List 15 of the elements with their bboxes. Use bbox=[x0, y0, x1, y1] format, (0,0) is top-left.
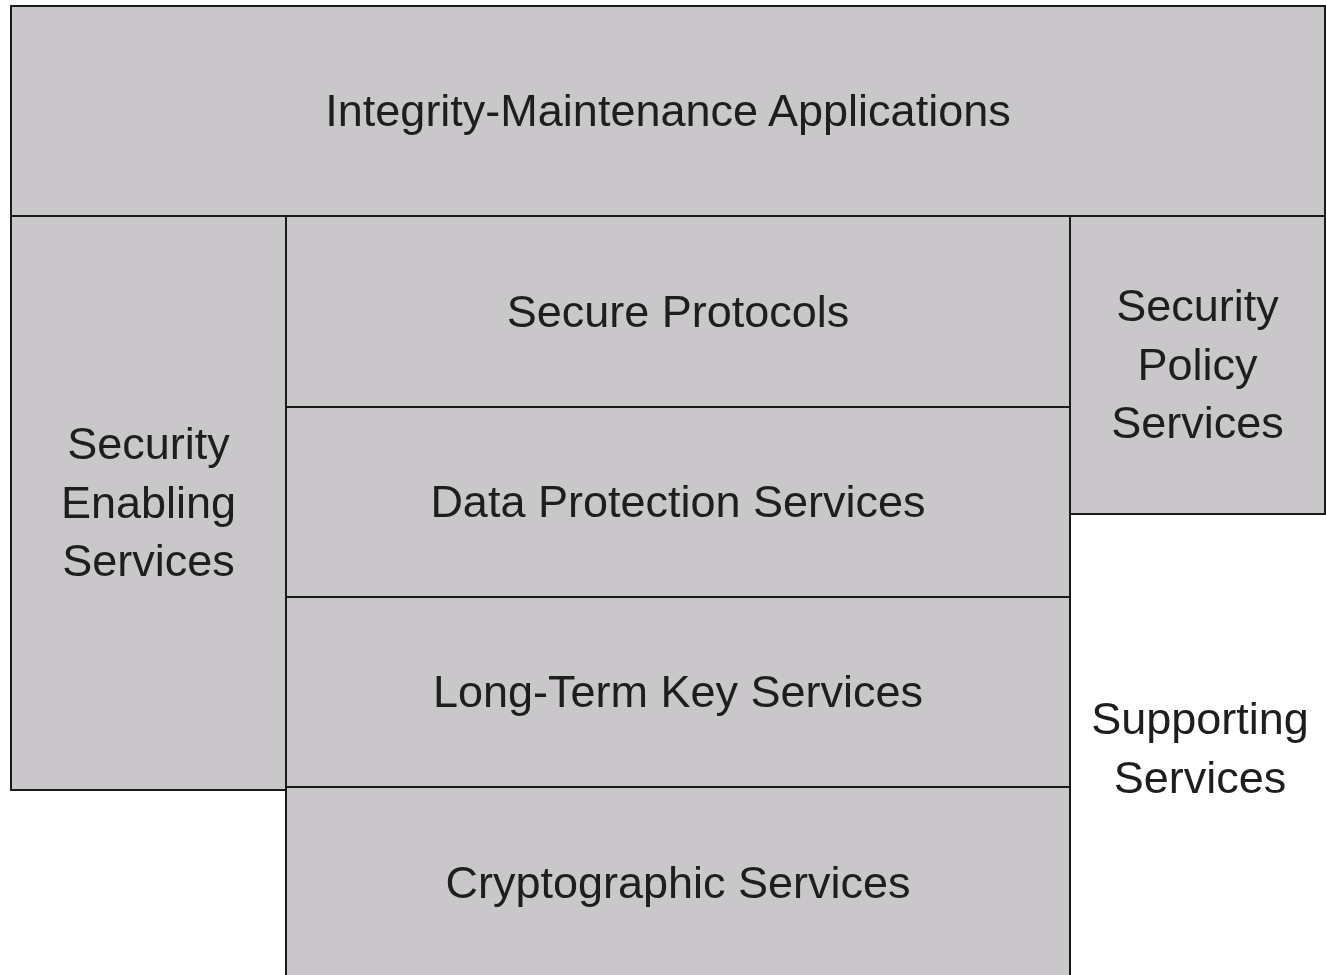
layer-label: Long-Term Key Services bbox=[432, 665, 924, 720]
layer-box bbox=[1069, 215, 1326, 515]
layer-box bbox=[10, 215, 287, 791]
layer-box bbox=[285, 596, 1071, 789]
layer-label: Security Policy Services bbox=[1110, 279, 1285, 451]
layer-label: Integrity-Maintenance Applications bbox=[325, 84, 1011, 139]
layer-label: Secure Protocols bbox=[506, 284, 850, 339]
layer-box bbox=[285, 406, 1071, 599]
layer-box bbox=[10, 5, 1326, 218]
region-label: Supporting Services bbox=[1090, 692, 1310, 805]
layer-label: Security Enabling Services bbox=[59, 417, 238, 589]
layer-box bbox=[285, 215, 1071, 409]
layer-box bbox=[285, 786, 1071, 975]
layer-label: Cryptographic Services bbox=[445, 856, 911, 911]
layer-label: Data Protection Services bbox=[430, 475, 926, 530]
